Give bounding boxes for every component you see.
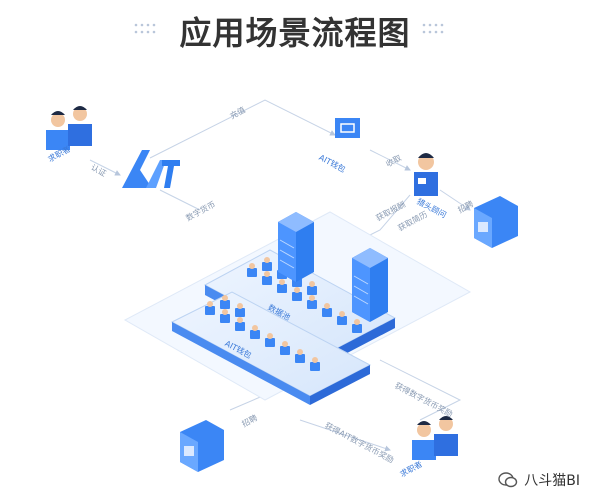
server-tower-left-icon: [278, 212, 314, 282]
watermark-text: 八斗猫BI: [524, 473, 580, 489]
company-building-top-icon: [474, 196, 518, 248]
wechat-icon: [498, 472, 518, 488]
page-title: 应用场景流程图: [179, 14, 411, 52]
wallet-nodes: [205, 295, 320, 371]
title-dots-left-icon: [134, 22, 160, 36]
ait-logo-icon: [122, 150, 180, 188]
server-tower-right-icon: [352, 248, 388, 322]
headhunter-icon: [414, 153, 438, 196]
job-seeker-top-icon: [46, 106, 92, 150]
watermark: 八斗猫BI: [498, 470, 580, 490]
job-seeker-bottom-icon: [412, 416, 458, 460]
title-dots-right-icon: [422, 22, 448, 36]
company-building-bottom-icon: [180, 420, 224, 472]
ait-wallet-top-icon: [335, 118, 360, 138]
